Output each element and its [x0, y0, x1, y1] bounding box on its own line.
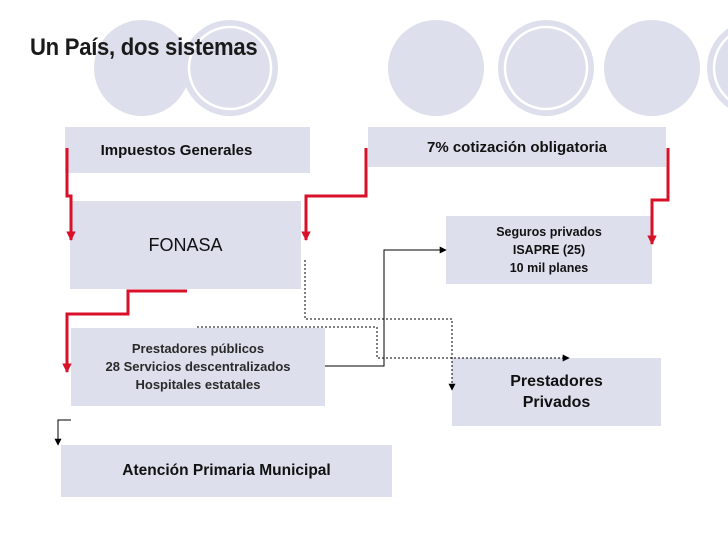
prestadores-publicos-line-3: Hospitales estatales [135, 377, 261, 392]
fonasa-label: FONASA [148, 234, 223, 255]
decorative-circle [94, 20, 190, 116]
decorative-circle-ring [503, 25, 589, 111]
decorative-circle-ring [187, 25, 273, 111]
decorative-circle [182, 20, 278, 116]
impuestos-generales-box: Impuestos Generales [65, 127, 310, 173]
decorative-circle-ring [712, 35, 728, 101]
prestadores-privados-line-1: Prestadores [510, 373, 603, 390]
slide-title: Un País, dos sistemas [30, 34, 258, 61]
seguros-privados-box: Seguros privados ISAPRE (25) 10 mil plan… [446, 216, 652, 284]
seguros-line-3: 10 mil planes [509, 261, 589, 275]
decorative-circle [388, 20, 484, 116]
prestadores-privados-box: Prestadores Privados [452, 358, 661, 426]
decorative-circle [498, 20, 594, 116]
prestadores-publicos-box: Prestadores públicos 28 Servicios descen… [71, 328, 325, 406]
seguros-line-1: Seguros privados [496, 225, 602, 239]
prestadores-publicos-line-2: 28 Servicios descentralizados [105, 359, 291, 374]
prestadores-publicos-line-1: Prestadores públicos [131, 341, 265, 356]
fonasa-box: FONASA [70, 201, 301, 289]
atencion-primaria-box: Atención Primaria Municipal [61, 445, 392, 497]
decorative-circle [604, 20, 700, 116]
cotizacion-obligatoria-label: 7% cotización obligatoria [426, 138, 608, 156]
decorative-circle [707, 28, 728, 108]
prestadores-privados-line-2: Privados [522, 394, 591, 411]
seguros-line-2: ISAPRE (25) [512, 243, 586, 257]
atencion-primaria-label: Atención Primaria Municipal [122, 462, 331, 479]
cotizacion-obligatoria-box: 7% cotización obligatoria [368, 127, 666, 167]
impuestos-generales-label: Impuestos Generales [100, 141, 253, 159]
